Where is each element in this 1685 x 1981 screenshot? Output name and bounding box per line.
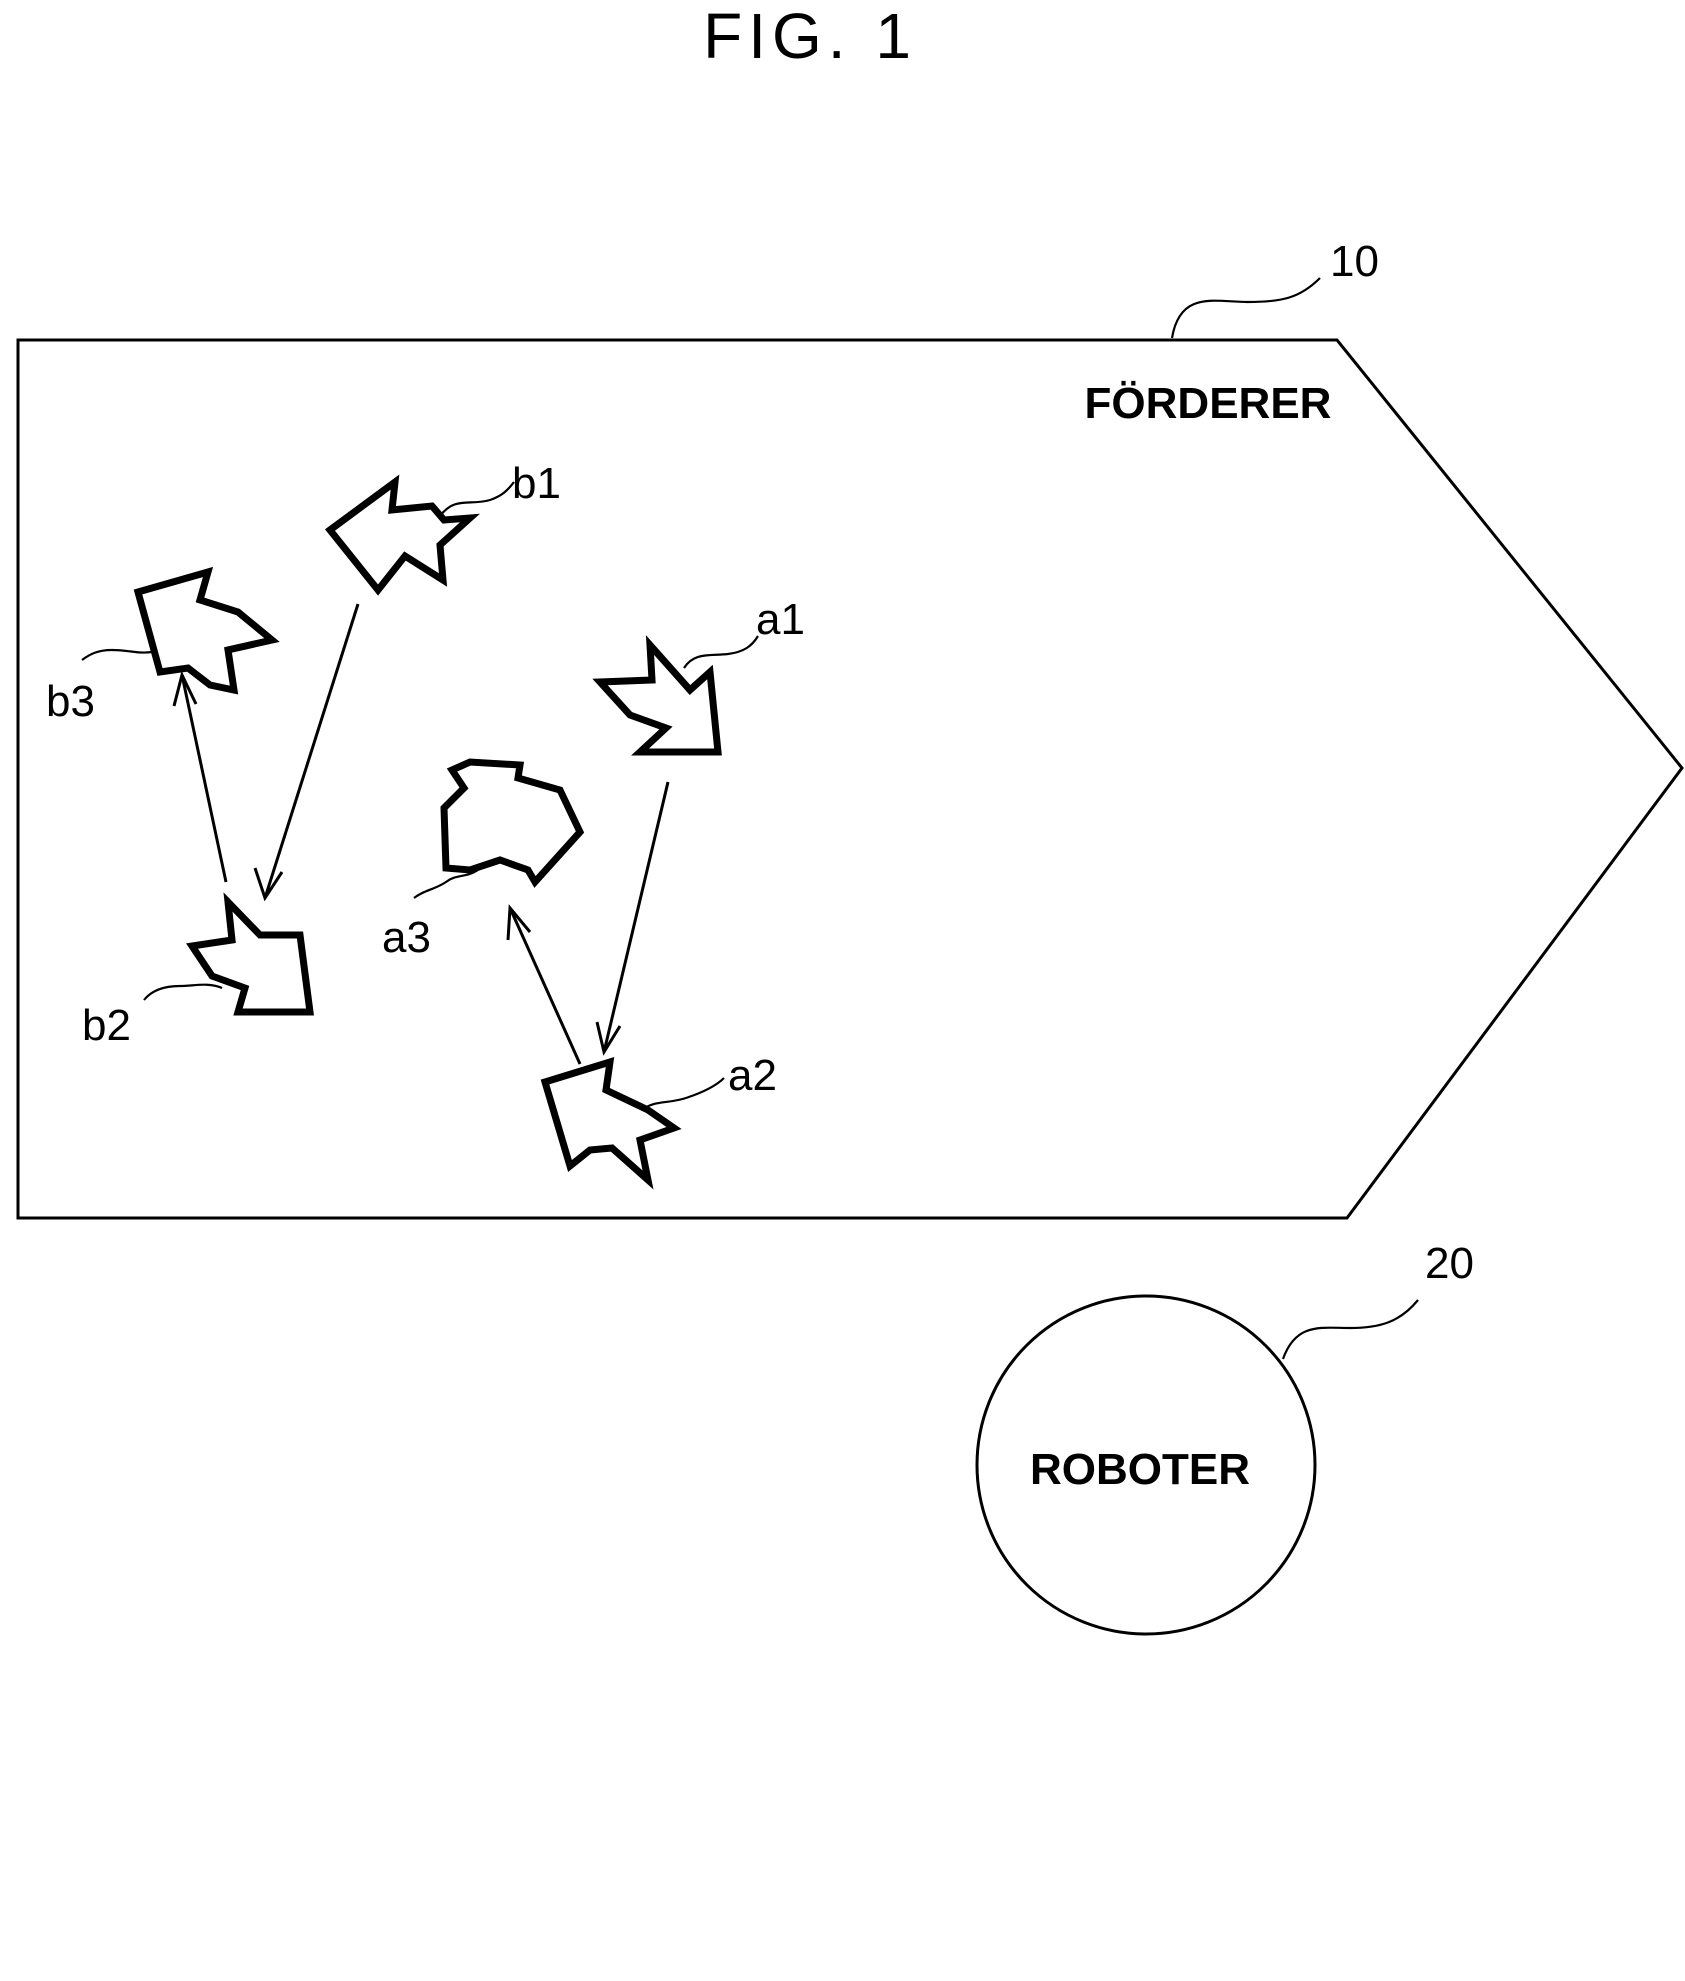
b3-label: b3 <box>46 677 95 726</box>
motion-arrow-b1-b2 <box>265 604 358 898</box>
motion-arrow-b2-b3 <box>182 675 226 882</box>
conveyor-label: FÖRDERER <box>1085 379 1332 428</box>
a2-label: a2 <box>728 1051 777 1100</box>
a1-label: a1 <box>756 595 805 644</box>
a1-leader <box>684 636 758 668</box>
b1-leader <box>440 482 514 516</box>
workpiece-b1 <box>330 482 470 590</box>
figure-title: FIG. 1 <box>703 0 917 72</box>
motion-arrow-a1-a2 <box>604 782 668 1052</box>
a3-leader <box>414 870 478 898</box>
b2-leader <box>144 985 222 1000</box>
b1-label: b1 <box>512 459 561 508</box>
conveyor-ref-number: 10 <box>1330 237 1379 286</box>
conveyor-outline <box>18 340 1682 1218</box>
robot-label: ROBOTER <box>1030 1445 1250 1494</box>
b2-label: b2 <box>82 1001 131 1050</box>
conveyor-ref-leader <box>1172 278 1320 338</box>
motion-arrow-a2-a3 <box>510 908 580 1064</box>
robot-ref-number: 20 <box>1425 1239 1474 1288</box>
a3-label: a3 <box>382 913 431 962</box>
workpiece-a1 <box>600 645 718 752</box>
workpiece-b3 <box>138 572 272 690</box>
a2-leader <box>642 1078 724 1110</box>
workpiece-b2 <box>192 902 310 1012</box>
workpiece-a3 <box>444 762 580 882</box>
b3-leader <box>82 650 152 660</box>
robot-ref-leader <box>1283 1300 1418 1359</box>
workpiece-a2 <box>545 1062 674 1180</box>
